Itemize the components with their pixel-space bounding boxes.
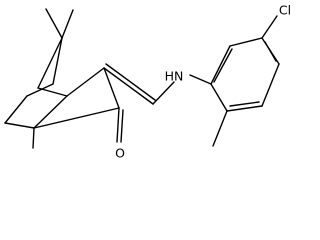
bond (32, 127, 35, 149)
bond (103, 67, 154, 105)
bond (33, 95, 68, 129)
bond (105, 63, 156, 101)
bond (4, 122, 35, 129)
bond (226, 105, 263, 112)
aryl-ring (189, 15, 280, 147)
nh-label: HN (165, 69, 184, 84)
bond (4, 95, 28, 124)
bond (264, 41, 277, 62)
molecule-svg: HN Cl O (4, 3, 291, 161)
bond (116, 107, 120, 143)
bond (210, 45, 231, 85)
bicyclic-cage (4, 8, 124, 149)
bond (261, 15, 278, 39)
bond (229, 101, 260, 107)
bond (210, 83, 228, 112)
bond (213, 48, 233, 83)
bond (120, 109, 124, 143)
bond (26, 83, 54, 97)
bond (212, 110, 228, 147)
bond (61, 9, 74, 39)
linker (103, 63, 175, 105)
oxygen-label: O (115, 146, 125, 161)
bond (33, 107, 120, 129)
bond (189, 74, 212, 85)
bond (152, 81, 175, 105)
bond (37, 37, 63, 89)
bond (103, 67, 120, 109)
bond (261, 63, 280, 107)
bond (45, 8, 63, 39)
bond (52, 37, 63, 85)
structure-diagram: HN Cl O (4, 3, 291, 161)
bond (229, 37, 263, 47)
cl-label: Cl (279, 3, 291, 18)
bond (66, 67, 105, 97)
